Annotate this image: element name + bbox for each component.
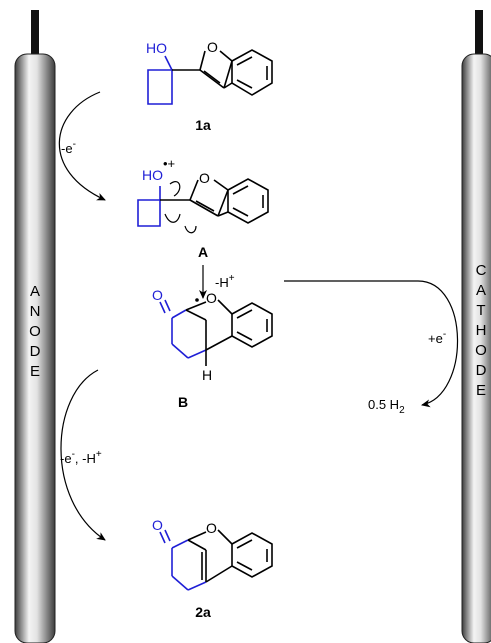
product-ring-oxygen: O (206, 520, 217, 536)
ketone-oxygen: O (152, 287, 163, 303)
anode-electrode: A N O D E (14, 10, 56, 643)
ring-oxygen: O (206, 290, 217, 306)
compound-B: O O H B (152, 287, 273, 410)
label-2a: 2a (195, 604, 211, 620)
anode-letter-3: O (29, 323, 41, 340)
proton-reduction-arrow (284, 280, 459, 408)
anode-letter-2: N (30, 303, 41, 320)
anode-letter-4: D (30, 343, 41, 360)
oxidation-arrow-2 (60, 369, 106, 541)
radical-hydroxyl-label: HO (142, 167, 163, 183)
cathode-letter-1: C (476, 262, 487, 279)
cathode-letter-2: A (476, 282, 486, 299)
cathode-letter-5: O (475, 342, 487, 359)
label-B: B (178, 394, 188, 410)
product-ketone-oxygen: O (152, 517, 163, 533)
compound-1a: HO O 1a (146, 39, 273, 133)
hydroxyl-label: HO (146, 40, 167, 56)
label-A: A (198, 244, 208, 260)
radical-cation-mark: •+ (163, 156, 175, 171)
compound-A: HO •+ O A (137, 156, 269, 260)
ring-hydrogen: H (202, 367, 212, 383)
cathode-letter-6: D (476, 362, 487, 379)
furan-oxygen: O (207, 39, 218, 55)
anode-letter-1: A (30, 283, 40, 300)
compound-2a: O O 2a (152, 517, 273, 620)
cathode-letter-3: T (476, 302, 485, 319)
radical-furan-oxygen: O (199, 170, 210, 186)
reduction-label: +e- (428, 329, 446, 346)
oxidation-label-1: -e- (61, 139, 76, 156)
oxidation-label-2: -e-, -H+ (60, 449, 102, 466)
anode-letter-5: E (30, 363, 40, 380)
deprotonation-label: -H+ (215, 273, 235, 290)
cathode-letter-7: E (476, 382, 486, 399)
cathode-electrode: C A T H O D E (461, 10, 491, 643)
label-1a: 1a (195, 117, 211, 133)
cathode-letter-4: H (476, 322, 487, 339)
hydrogen-product-label: 0.5 H2 (368, 397, 405, 416)
oxidation-arrow-1 (58, 91, 106, 201)
